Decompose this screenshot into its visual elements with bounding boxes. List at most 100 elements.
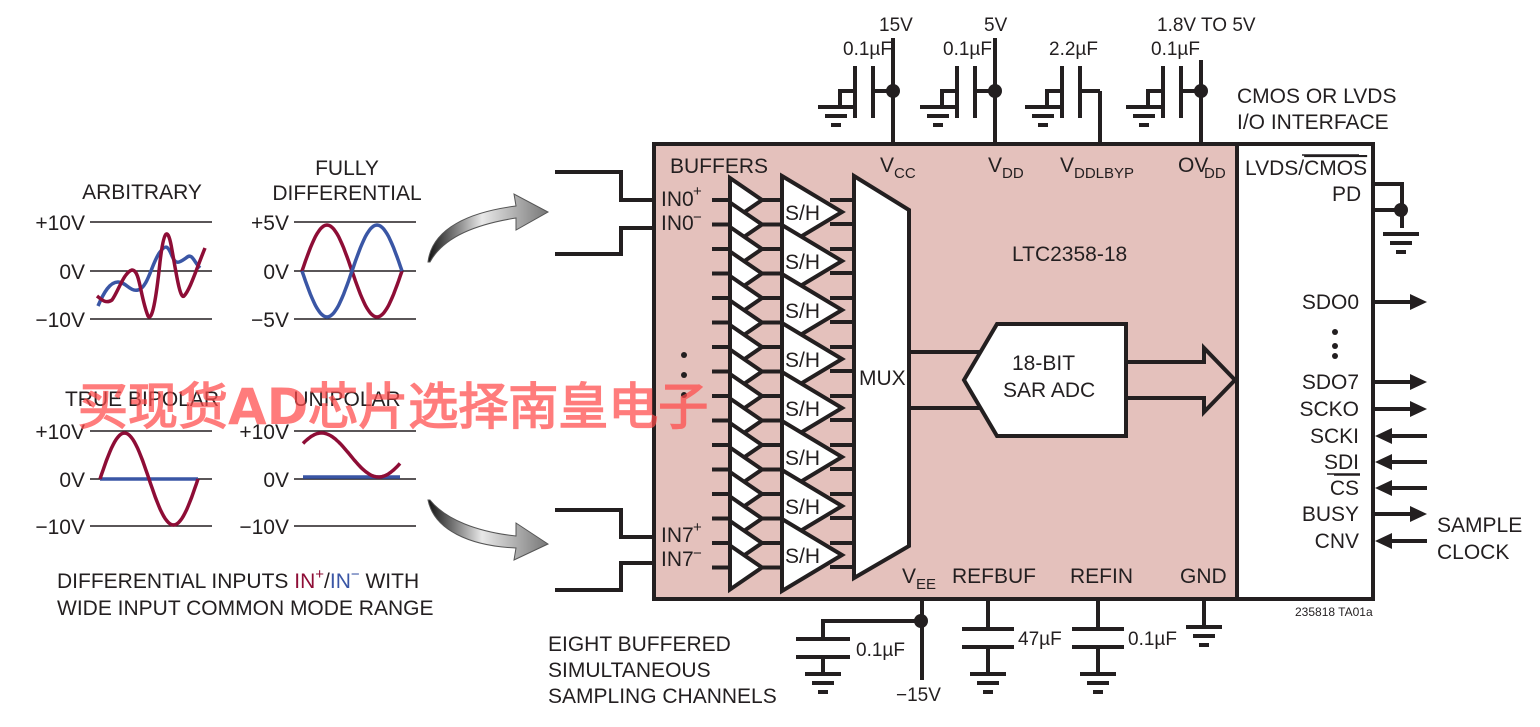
ovdd-voltage: 1.8V TO 5V bbox=[1157, 15, 1256, 36]
svg-text:V: V bbox=[880, 154, 894, 177]
sample-hold-label: S/H bbox=[785, 447, 820, 470]
waveform-in-plus-trace bbox=[95, 232, 207, 319]
in0-minus-wire bbox=[555, 226, 654, 256]
sample-hold-triangle-icon bbox=[780, 221, 846, 301]
svg-text:DD: DD bbox=[1002, 165, 1024, 182]
pin-vee-label: V EE bbox=[902, 565, 936, 593]
svg-text:EE: EE bbox=[916, 576, 936, 593]
buffer-triangle-icon bbox=[728, 541, 766, 594]
ellipsis-dot bbox=[1332, 353, 1338, 359]
waveform-tick-label: +10V bbox=[35, 421, 85, 444]
chip-name: LTC2358-18 bbox=[1012, 243, 1127, 266]
ovdd-ground-wire bbox=[1146, 89, 1163, 106]
pin-gnd-label: GND bbox=[1180, 565, 1227, 588]
adc-label-line2: SAR ADC bbox=[1003, 379, 1095, 402]
svg-text:DDLBYP: DDLBYP bbox=[1074, 165, 1134, 182]
io-interface-title: CMOS OR LVDS bbox=[1237, 85, 1396, 108]
svg-text:−: − bbox=[693, 545, 702, 562]
svg-text:+: + bbox=[693, 183, 702, 200]
sample-clock-label: SAMPLE bbox=[1437, 514, 1522, 537]
arrow-right-icon bbox=[1410, 401, 1427, 417]
pin-vcc-label: V CC bbox=[880, 154, 916, 182]
vcc-cap-value: 0.1µF bbox=[843, 39, 892, 60]
waveform-tick-label: −5V bbox=[251, 309, 289, 332]
ground-icon bbox=[1184, 625, 1224, 647]
vee-cap-value: 0.1µF bbox=[856, 640, 905, 661]
waveform-tick-label: +10V bbox=[35, 212, 85, 235]
arrow-right-icon bbox=[1410, 294, 1427, 310]
svg-text:V: V bbox=[988, 154, 1002, 177]
pin-vddlbyp-label: V DDLBYP bbox=[1060, 154, 1134, 182]
waveform-tick-label: −10V bbox=[239, 516, 289, 539]
adc-output-bus-arrow bbox=[1124, 343, 1238, 417]
ellipsis-dot bbox=[1332, 329, 1338, 335]
curved-arrow-icon bbox=[427, 193, 550, 263]
waveform-tick-label: 0V bbox=[59, 469, 85, 492]
vdd-voltage: 5V bbox=[984, 15, 1008, 36]
sample-hold-label: S/H bbox=[785, 202, 820, 225]
ground-icon bbox=[803, 672, 843, 694]
svg-text:DD: DD bbox=[1204, 165, 1226, 182]
arrow-left-icon bbox=[1375, 480, 1392, 496]
io-pin-sdo0: SDO0 bbox=[1302, 291, 1359, 314]
svg-text:+: + bbox=[693, 519, 702, 536]
pin-refbuf-label: REFBUF bbox=[952, 565, 1036, 588]
sample-hold-triangle-icon bbox=[780, 172, 846, 252]
ground-icon bbox=[1023, 105, 1063, 127]
pin-vdd-label: V DD bbox=[988, 154, 1024, 182]
arrow-left-icon bbox=[1375, 454, 1392, 470]
waveform-tick-label: −10V bbox=[35, 309, 85, 332]
waveform-tick-label: 0V bbox=[59, 261, 85, 284]
caption-left-line2: WIDE INPUT COMMON MODE RANGE bbox=[57, 597, 433, 620]
pin-ovdd-label: OV DD bbox=[1178, 154, 1226, 182]
waveform-title: UNIPOLAR bbox=[293, 388, 400, 411]
ground-icon bbox=[968, 672, 1008, 694]
sample-hold-label: S/H bbox=[785, 496, 820, 519]
refin-capacitor-icon bbox=[1072, 627, 1124, 672]
ovdd-cap-value: 0.1µF bbox=[1151, 39, 1200, 60]
waveform-title: TRUE BIPOLAR bbox=[65, 388, 219, 411]
sample-hold-label: S/H bbox=[785, 545, 820, 568]
caption-bottom: EIGHT BUFFERED bbox=[548, 633, 731, 656]
io-interface-block bbox=[1235, 142, 1375, 601]
figure-id: 235818 TA01a bbox=[1295, 605, 1373, 619]
ellipsis-dot bbox=[681, 372, 687, 378]
vdd-cap-value: 0.1µF bbox=[943, 39, 992, 60]
vee-capacitor-icon bbox=[796, 637, 850, 672]
buffers-label: BUFFERS bbox=[670, 155, 768, 178]
waveform-tick-label: 0V bbox=[263, 469, 289, 492]
ellipsis-dot bbox=[681, 352, 687, 358]
ellipsis-dot bbox=[681, 392, 687, 398]
ground-icon bbox=[1078, 672, 1118, 694]
adc-label-line1: 18-BIT bbox=[1012, 352, 1075, 375]
junction-dot bbox=[886, 84, 900, 98]
io-pin-scki: SCKI bbox=[1310, 425, 1359, 448]
waveform-title: DIFFERENTIAL bbox=[272, 182, 421, 205]
sample-clock-label: CLOCK bbox=[1437, 541, 1509, 564]
watermark: 买现货AD芯片选择南皇电子 bbox=[78, 378, 708, 436]
waveform-panels: ARBITRARY+10V0V−10VFULLYDIFFERENTIAL+5V0… bbox=[35, 157, 421, 539]
in0-plus-wire bbox=[555, 170, 654, 202]
sample-hold-triangle-icon bbox=[780, 466, 846, 546]
io-pin-sdi: SDI bbox=[1324, 451, 1359, 474]
svg-text:CC: CC bbox=[894, 165, 916, 182]
io-pin-busy: BUSY bbox=[1302, 503, 1359, 526]
curved-arrow-icon bbox=[427, 499, 550, 561]
svg-text:−: − bbox=[693, 209, 702, 226]
io-pin-sdo7: SDO7 bbox=[1302, 371, 1359, 394]
ellipsis-dot bbox=[1332, 343, 1338, 349]
svg-text:OV: OV bbox=[1178, 154, 1208, 177]
top-supply-decoupling bbox=[816, 38, 1208, 144]
pd-pin: PD bbox=[1332, 183, 1361, 206]
in7-plus-wire bbox=[555, 508, 654, 539]
sample-hold-label: S/H bbox=[785, 398, 820, 421]
waveform-tick-label: +5V bbox=[251, 212, 289, 235]
svg-text:IN7: IN7 bbox=[661, 524, 694, 547]
waveform-tick-label: −10V bbox=[35, 516, 85, 539]
in7-minus-wire bbox=[555, 561, 654, 592]
refin-cap-value: 0.1µF bbox=[1128, 629, 1177, 650]
waveform-tick-label: 0V bbox=[263, 261, 289, 284]
junction-dot bbox=[1394, 203, 1408, 217]
svg-text:IN0: IN0 bbox=[661, 188, 694, 211]
